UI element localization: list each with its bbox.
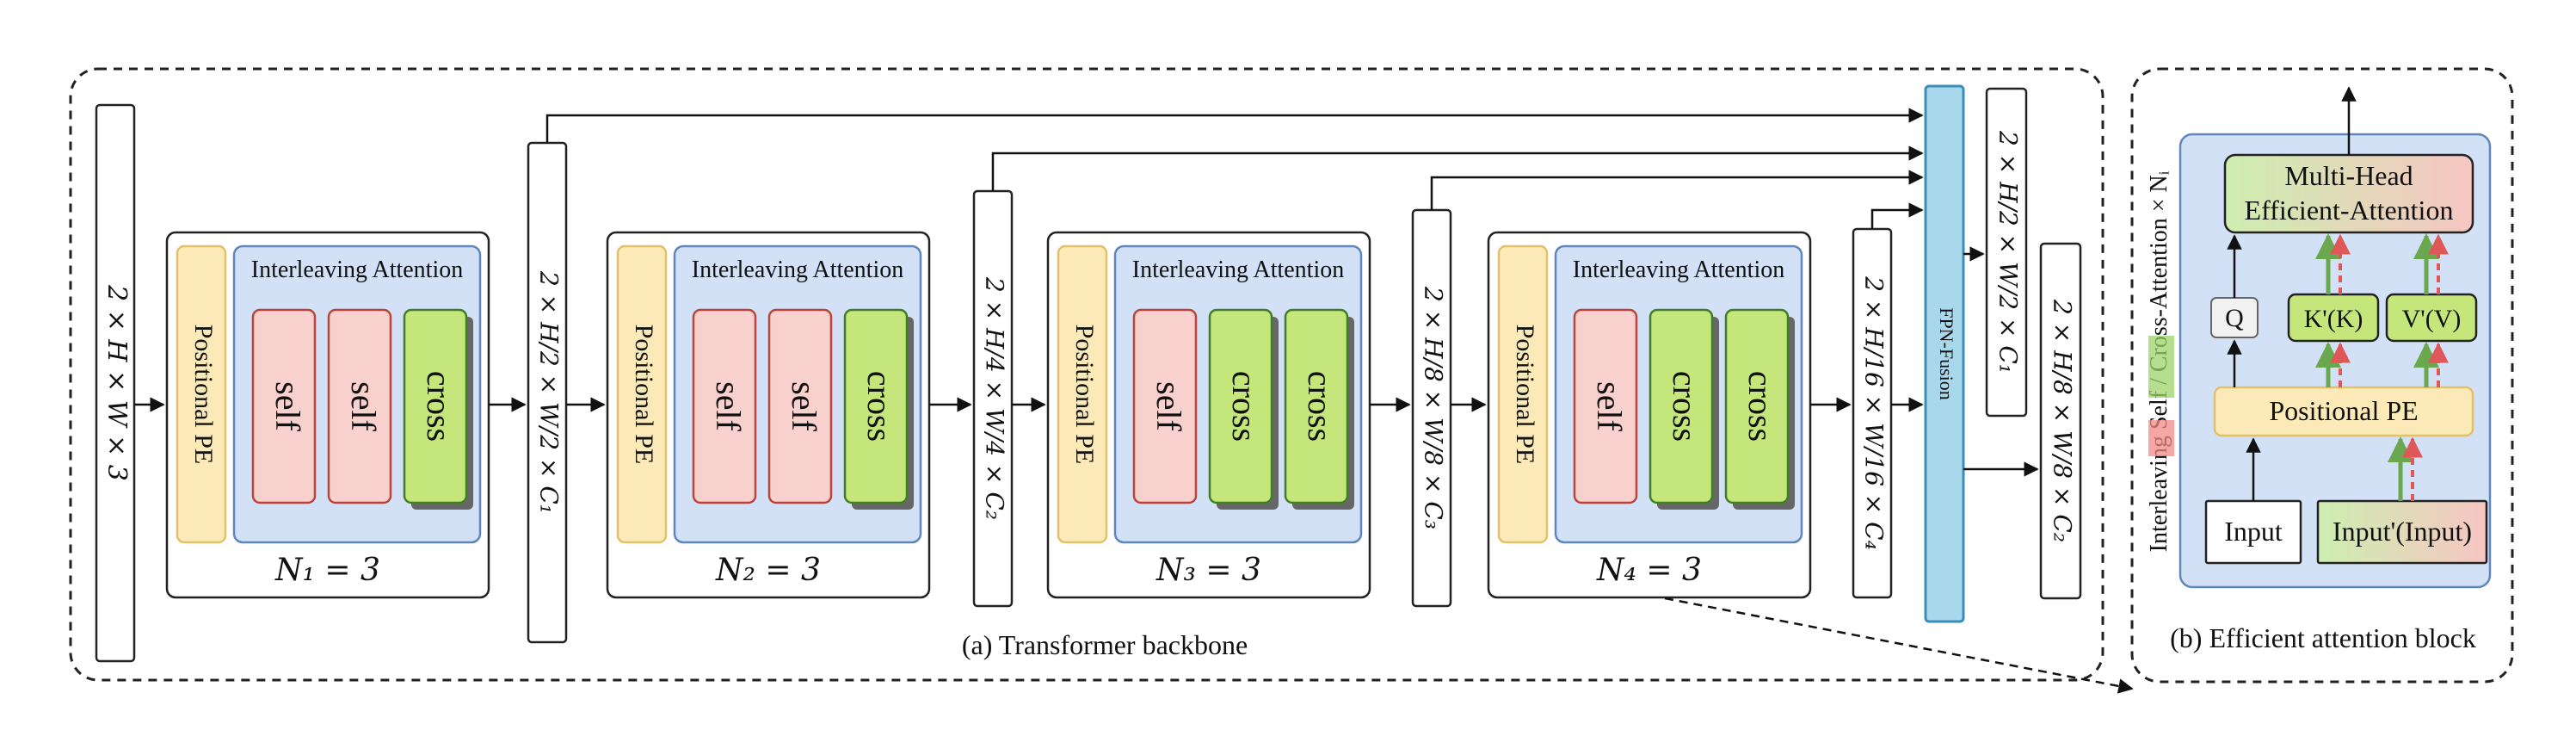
cross-attention-layer bbox=[1724, 308, 1790, 504]
stage-output-label: 2 × H/4 × W/4 × C₂ bbox=[981, 276, 1009, 520]
cross-layer-label: cross bbox=[420, 371, 459, 442]
cross-layer-label: cross bbox=[1741, 371, 1780, 442]
cross-highlight bbox=[2148, 336, 2174, 398]
pe-box-b bbox=[2213, 386, 2474, 437]
input-tensor-label: 2 × H × W × 3 bbox=[102, 284, 132, 481]
backbone-caption: (a) Transformer backbone bbox=[962, 629, 1248, 660]
k-label: K'(K) bbox=[2304, 305, 2363, 333]
input-label: Input bbox=[2224, 516, 2283, 547]
cross-layer-label: cross bbox=[1666, 371, 1704, 442]
skip-connection bbox=[1430, 170, 1924, 210]
fpn-fusion-label: FPN-Fusion bbox=[1936, 307, 1957, 400]
stage-count-label: N₁ = 3 bbox=[274, 553, 380, 588]
fpn-output-1-label: 2 × H/2 × W/2 × C₁ bbox=[1994, 130, 2023, 374]
stage-output-label: 2 × H/16 × W/16 × C₄ bbox=[1860, 275, 1889, 550]
k-box bbox=[2287, 293, 2380, 343]
interleaving-attention-title: Interleaving Attention bbox=[251, 257, 464, 283]
v-label: V'(V) bbox=[2402, 305, 2462, 333]
self-layer-label: self bbox=[709, 381, 748, 431]
fpn-output-2: 2 × H/8 × W/8 × C₂ bbox=[2039, 242, 2082, 600]
q-label: Q bbox=[2225, 304, 2244, 332]
positional-pe-box bbox=[1057, 244, 1108, 544]
positional-pe-label: Positional PE bbox=[1070, 325, 1099, 465]
attention-frame bbox=[2130, 67, 2514, 684]
cross-layer-label: cross bbox=[860, 371, 899, 442]
positional-pe-box bbox=[1497, 244, 1549, 544]
self-layer-label: self bbox=[1149, 381, 1188, 431]
cross-layer-label: cross bbox=[1225, 371, 1264, 442]
v-box bbox=[2385, 293, 2478, 343]
self-layer-label: self bbox=[268, 381, 307, 431]
cross-attention-layer bbox=[1208, 308, 1273, 504]
stage-output-4: 2 × H/16 × W/16 × C₄ bbox=[1852, 227, 1893, 599]
input-tensor: 2 × H × W × 3 bbox=[95, 103, 136, 663]
skip-connection bbox=[1870, 202, 1924, 229]
mha-label-line1: Multi-Head bbox=[2284, 160, 2413, 191]
backbone-frame bbox=[69, 67, 2105, 682]
cross-attention-layer bbox=[1649, 308, 1714, 504]
stage-count-label: N₄ = 3 bbox=[1596, 553, 1702, 588]
cross-layer-label: cross bbox=[1301, 371, 1340, 442]
positional-pe-box bbox=[616, 244, 668, 544]
pe-label-b: Positional PE bbox=[2269, 395, 2418, 426]
positional-pe-label: Positional PE bbox=[630, 325, 658, 465]
self-layer-label: self bbox=[344, 381, 383, 431]
cross-attention-layer bbox=[843, 308, 909, 504]
fpn-fusion-block: FPN-Fusion bbox=[1924, 84, 1965, 623]
self-attention-layer bbox=[251, 308, 317, 504]
self-attention-layer bbox=[1132, 308, 1198, 504]
stage-count-label: N₂ = 3 bbox=[715, 553, 821, 588]
self-attention-layer bbox=[767, 308, 833, 504]
self-attention-layer bbox=[327, 308, 392, 504]
positional-pe-label: Positional PE bbox=[189, 325, 218, 465]
positional-pe-label: Positional PE bbox=[1511, 325, 1539, 465]
input2-label: Input'(Input) bbox=[2333, 516, 2472, 547]
mha-label-line2: Efficient-Attention bbox=[2245, 195, 2454, 226]
positional-pe-box bbox=[176, 244, 227, 544]
skip-connection bbox=[991, 145, 1924, 191]
interleaving-attention-title: Interleaving Attention bbox=[692, 257, 904, 283]
stage-output-1: 2 × H/2 × W/2 × C₁ bbox=[527, 141, 568, 644]
self-attention-layer bbox=[1573, 308, 1638, 504]
self-attention-layer bbox=[692, 308, 757, 504]
interleaving-attention-title: Interleaving Attention bbox=[1132, 257, 1345, 283]
fpn-output-1: 2 × H/2 × W/2 × C₁ bbox=[1985, 87, 2028, 418]
interleaving-attention-title: Interleaving Attention bbox=[1573, 257, 1785, 283]
self-highlight bbox=[2148, 420, 2174, 456]
stage-output-label: 2 × H/8 × W/8 × C₃ bbox=[1420, 286, 1448, 529]
stage-output-label: 2 × H/2 × W/2 × C₁ bbox=[535, 270, 564, 514]
stage-output-3: 2 × H/8 × W/8 × C₃ bbox=[1411, 208, 1452, 608]
cross-attention-layer bbox=[1284, 308, 1349, 504]
stage-output-2: 2 × H/4 × W/4 × C₂ bbox=[972, 189, 1014, 608]
side-label-suffix: -Attention × Nᵢ bbox=[2146, 170, 2172, 317]
attention-caption: (b) Efficient attention block bbox=[2170, 622, 2476, 653]
self-layer-label: self bbox=[1590, 381, 1629, 431]
skip-connection bbox=[545, 108, 1924, 143]
fpn-output-2-label: 2 × H/8 × W/8 × C₂ bbox=[2049, 299, 2077, 542]
cross-attention-layer bbox=[403, 308, 468, 504]
self-layer-label: self bbox=[785, 381, 823, 431]
stage-count-label: N₃ = 3 bbox=[1156, 553, 1261, 588]
